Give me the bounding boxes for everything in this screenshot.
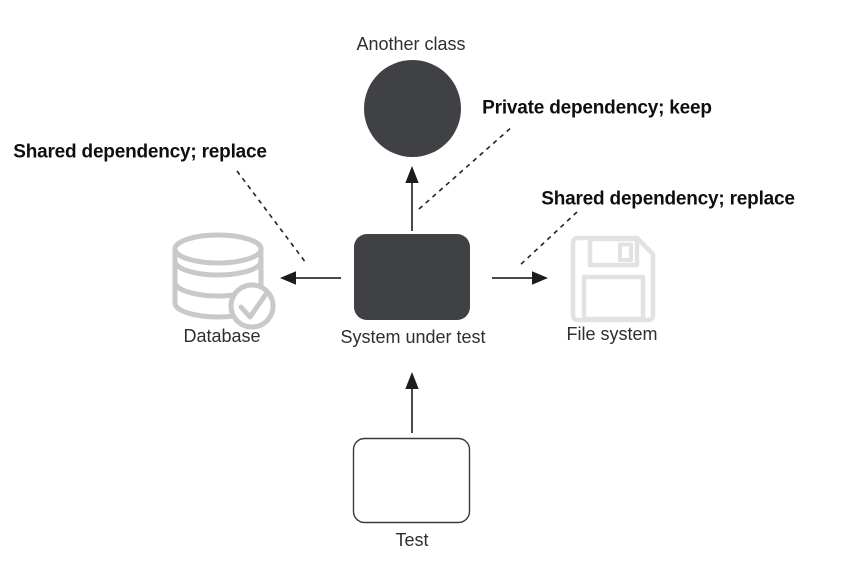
another-class-circle <box>364 60 461 157</box>
arrowhead-right <box>532 271 548 285</box>
arrowhead-up <box>405 372 419 389</box>
arrow-system-to-another-class <box>405 166 419 231</box>
dashed-line-shared-right <box>517 211 578 268</box>
system-under-test-label: System under test <box>340 327 486 347</box>
arrowhead-up <box>405 166 419 183</box>
annotation-shared-dependency-right: Shared dependency; replace <box>541 188 795 210</box>
floppy-disk-icon <box>570 235 656 323</box>
test-label: Test <box>395 530 429 550</box>
file-system-label: File system <box>566 324 658 344</box>
annotation-shared-dependency-left: Shared dependency; replace <box>13 141 267 163</box>
checkmark-circle-icon <box>228 282 276 330</box>
arrow-system-to-database <box>280 271 341 285</box>
dashed-line-shared-left <box>236 170 307 264</box>
annotation-private-dependency: Private dependency; keep <box>482 97 712 119</box>
arrow-test-to-system <box>405 372 419 433</box>
another-class-label: Another class <box>356 34 466 54</box>
arrow-system-to-filesystem <box>492 271 548 285</box>
floppy-shutter-slider <box>618 242 633 262</box>
database-label: Database <box>183 326 261 346</box>
floppy-label-area <box>581 274 646 322</box>
arrowhead-left <box>280 271 296 285</box>
system-under-test-box <box>354 234 470 320</box>
database-icon <box>172 232 276 330</box>
dashed-line-private-top <box>418 125 514 210</box>
test-box <box>352 437 471 524</box>
